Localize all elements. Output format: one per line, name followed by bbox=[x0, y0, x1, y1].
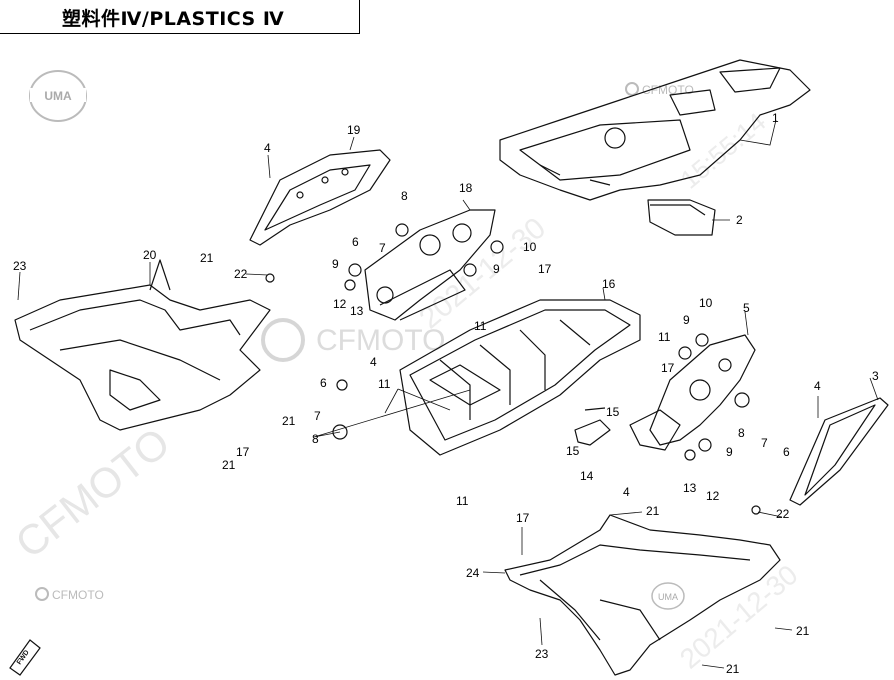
part-label-l22a: 22 bbox=[234, 267, 248, 281]
part-label-l13b: 13 bbox=[683, 481, 697, 495]
part-label-l6c: 6 bbox=[783, 445, 790, 459]
fwd-arrow-icon: FWD bbox=[9, 639, 41, 676]
part-label-l11c: 11 bbox=[658, 330, 671, 344]
date-watermark-2: 2021-12-30 bbox=[674, 559, 804, 675]
part-5-right-bracket bbox=[629, 334, 756, 451]
part-label-l14: 14 bbox=[580, 469, 594, 483]
part-label-l9d: 9 bbox=[726, 445, 733, 459]
part-20-left-panel bbox=[14, 259, 271, 431]
part-label-l17b: 17 bbox=[661, 361, 675, 375]
part-label-l4b: 4 bbox=[370, 355, 377, 369]
part-label-l24: 24 bbox=[466, 566, 480, 580]
part-label-l4a: 4 bbox=[264, 141, 271, 155]
date-watermark: 2021-12-30 bbox=[413, 211, 552, 335]
part-16-battery-tray bbox=[399, 299, 641, 456]
part-label-l20: 20 bbox=[143, 248, 157, 262]
part-label-l11b: 11 bbox=[474, 319, 487, 333]
part-label-l7c: 7 bbox=[761, 436, 768, 450]
part-label-l8c: 8 bbox=[738, 426, 745, 440]
part-label-l17a: 17 bbox=[538, 262, 552, 276]
page-title: 塑料件Ⅳ/PLASTICS Ⅳ bbox=[62, 8, 285, 30]
svg-text:CFMOTO: CFMOTO bbox=[316, 324, 445, 357]
part-label-l6a: 6 bbox=[352, 235, 359, 249]
uma-logo: UMA bbox=[29, 70, 87, 122]
part-label-l16: 16 bbox=[602, 277, 616, 291]
part-label-l5: 5 bbox=[743, 301, 750, 315]
part-14-15-clip bbox=[574, 407, 611, 446]
part-label-l17c: 17 bbox=[236, 445, 250, 459]
part-label-l11d: 11 bbox=[456, 494, 469, 508]
part-label-l18: 18 bbox=[459, 181, 473, 195]
part-label-l13a: 13 bbox=[350, 304, 364, 318]
part-18-bracket bbox=[364, 209, 496, 321]
part-19-upper-cover bbox=[249, 149, 391, 246]
part-label-l21a: 21 bbox=[200, 251, 214, 265]
part-label-l7a: 7 bbox=[379, 241, 386, 255]
part-2-small-bracket bbox=[647, 199, 716, 236]
leader-lines bbox=[17, 119, 879, 669]
part-label-l17d: 17 bbox=[516, 511, 530, 525]
part-label-l7b: 7 bbox=[314, 409, 321, 423]
part-label-l12b: 12 bbox=[706, 489, 720, 503]
cfmoto-watermark: CFMOTO bbox=[7, 418, 179, 567]
part-24-lower-panel bbox=[504, 514, 781, 676]
part-label-l23b: 23 bbox=[535, 647, 549, 661]
part-label-l8b: 8 bbox=[312, 432, 319, 446]
uma-logo-small: UMA bbox=[651, 582, 685, 610]
part-label-l21f: 21 bbox=[726, 662, 740, 676]
svg-text:UMA: UMA bbox=[658, 592, 678, 602]
part-label-l23a: 23 bbox=[13, 259, 27, 273]
fasteners bbox=[265, 223, 761, 515]
part-label-l3: 3 bbox=[872, 369, 879, 383]
part-label-l15a: 15 bbox=[606, 405, 620, 419]
part-label-l15b: 15 bbox=[566, 444, 580, 458]
part-label-l22b: 22 bbox=[776, 507, 790, 521]
part-label-l10a: 10 bbox=[523, 240, 537, 254]
part-label-l4c: 4 bbox=[623, 485, 630, 499]
svg-text:CFMOTO: CFMOTO bbox=[52, 588, 104, 602]
part-label-l21e: 21 bbox=[796, 624, 810, 638]
part-label-l9b: 9 bbox=[493, 262, 500, 276]
part-label-l9c: 9 bbox=[683, 313, 690, 327]
part-label-l21d: 21 bbox=[646, 504, 660, 518]
part-3-side-panel bbox=[789, 397, 889, 506]
part-1-rear-plate bbox=[499, 59, 811, 201]
cfmoto-logo-center: CFMOTO bbox=[261, 318, 445, 362]
title-box: 塑料件Ⅳ/PLASTICS Ⅳ bbox=[0, 0, 360, 34]
part-label-l12a: 12 bbox=[333, 297, 347, 311]
part-label-l4d: 4 bbox=[814, 379, 821, 393]
part-label-l21b: 21 bbox=[282, 414, 296, 428]
part-label-l6b: 6 bbox=[320, 376, 327, 390]
cfmoto-logo-bottom: CFMOTO bbox=[35, 587, 104, 602]
part-label-l8a: 8 bbox=[401, 189, 408, 203]
part-label-l9a: 9 bbox=[332, 257, 339, 271]
part-label-l1: 1 bbox=[772, 111, 779, 125]
part-label-l11a: 11 bbox=[378, 377, 391, 391]
part-label-l10b: 10 bbox=[699, 296, 713, 310]
part-label-l19: 19 bbox=[347, 123, 361, 137]
part-label-l21c: 21 bbox=[222, 458, 236, 472]
svg-text:UMA: UMA bbox=[44, 89, 72, 103]
part-label-l2: 2 bbox=[736, 213, 743, 227]
